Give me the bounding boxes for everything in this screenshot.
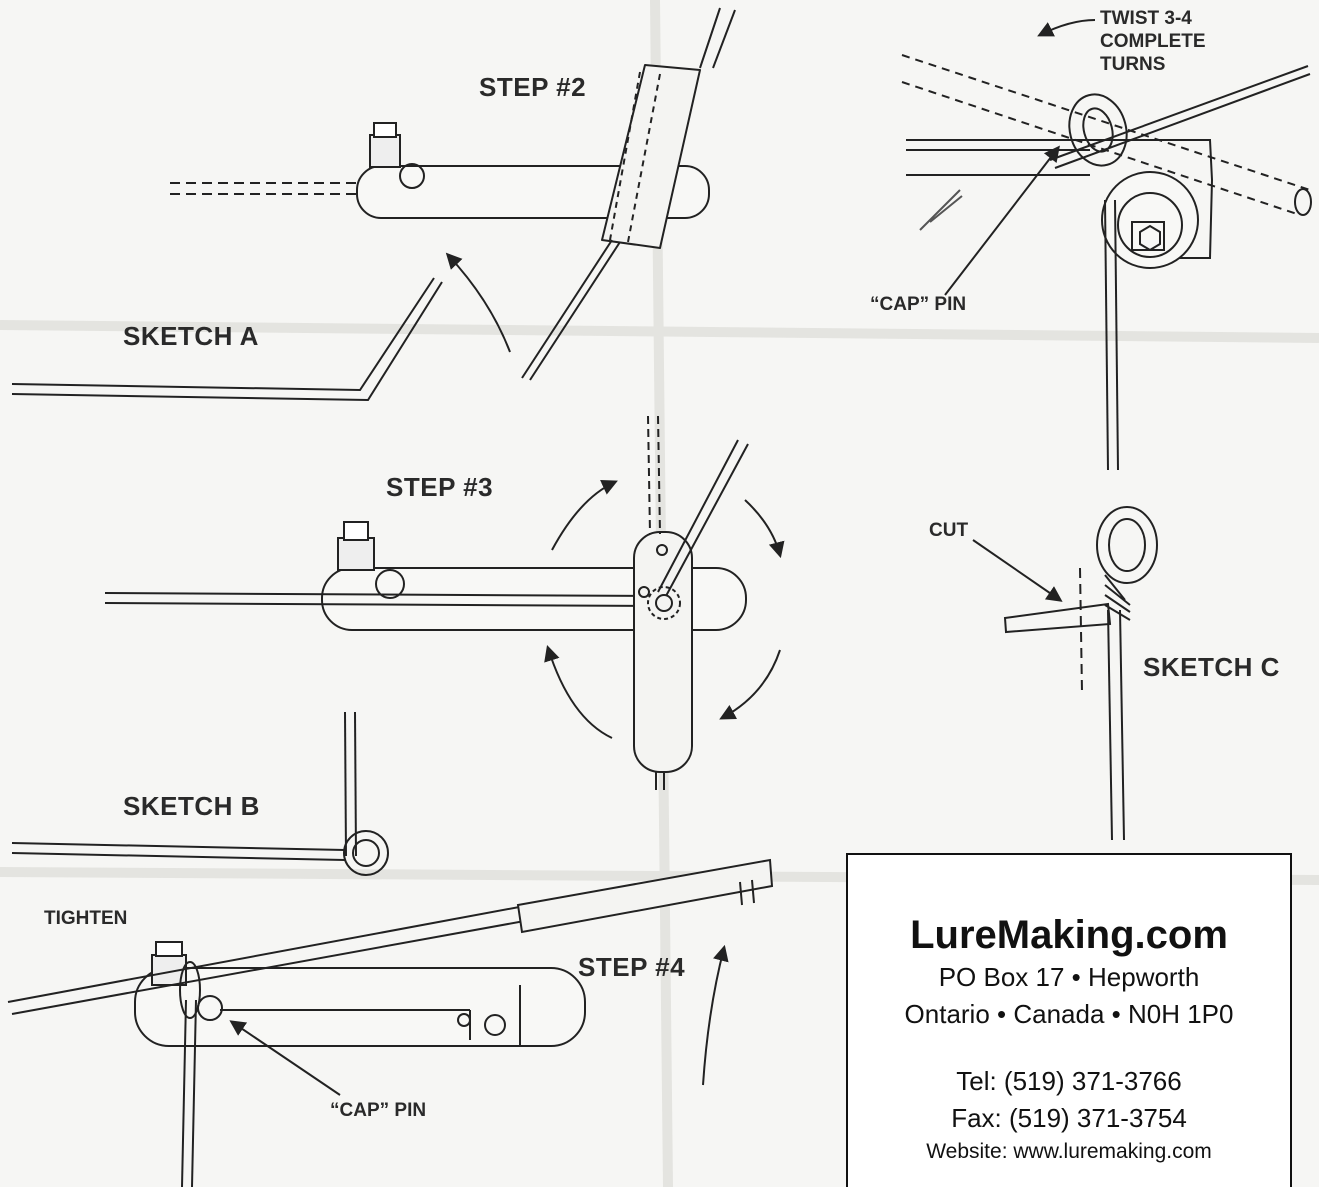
step3-label: STEP #3 (386, 472, 494, 502)
address-line-1: PO Box 17 • Hepworth (938, 962, 1200, 992)
cut-label: CUT (929, 520, 969, 541)
sketch-b-label: SKETCH B (123, 791, 260, 821)
fax: Fax: (519) 371-3754 (951, 1103, 1187, 1133)
contact-info-box: LureMaking.com PO Box 17 • Hepworth Onta… (846, 853, 1292, 1187)
sketch-b-wire (11, 711, 389, 876)
address-line-2: Ontario • Canada • N0H 1P0 (904, 999, 1234, 1029)
sketch-a-wire (11, 277, 443, 402)
step2-tool (170, 7, 736, 381)
tighten-label: TIGHTEN (44, 908, 128, 929)
brand-name: LureMaking.com (910, 913, 1228, 957)
sketch-a-label: SKETCH A (123, 321, 259, 351)
sketch-c-wire (972, 506, 1158, 841)
step3-tool (104, 415, 785, 790)
step4-label: STEP #4 (578, 952, 686, 982)
step2-label: STEP #2 (479, 72, 587, 102)
cap-pin-label-bottom: “CAP” PIN (330, 1100, 427, 1121)
sketch-c-label: SKETCH C (1143, 652, 1280, 682)
twist-detail (901, 19, 1312, 471)
twist-label: TWIST 3-4 COMPLETE TURNS (1100, 8, 1206, 75)
telephone: Tel: (519) 371-3766 (956, 1066, 1182, 1096)
cap-pin-label-top: “CAP” PIN (870, 294, 967, 315)
website: Website: www.luremaking.com (926, 1140, 1212, 1163)
step4-tool (7, 858, 774, 1187)
